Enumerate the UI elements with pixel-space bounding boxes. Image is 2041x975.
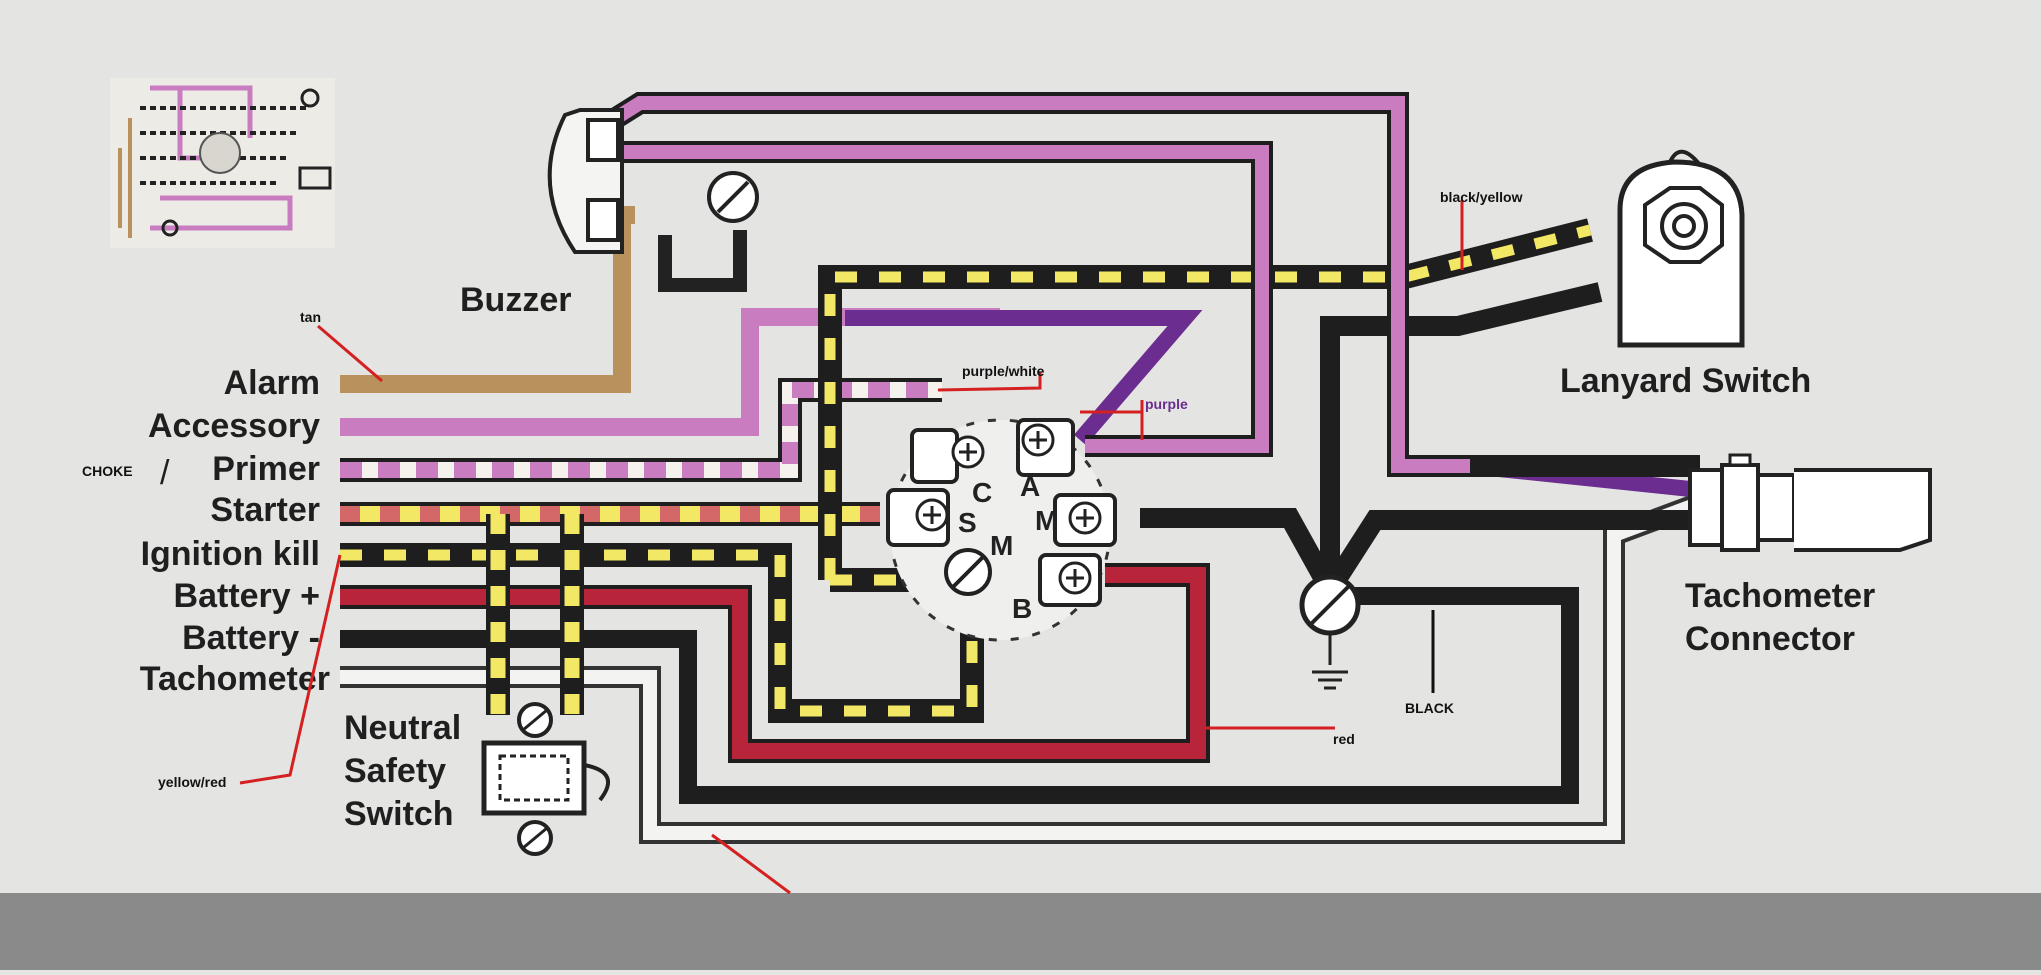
- terminal-a: A: [1020, 471, 1040, 502]
- wire-battery-pos: [340, 563, 1210, 763]
- wire-pink-buzzer-tach: [599, 92, 1700, 477]
- wire-accessory: [340, 308, 1000, 436]
- label-ignition-kill: Ignition kill: [141, 535, 320, 573]
- bottom-band: [0, 893, 2041, 970]
- lanyard-switch: [1617, 149, 1745, 348]
- terminal-m-right: M: [1035, 505, 1058, 536]
- wire-primer: [340, 378, 942, 482]
- wire-neutral-risers: [486, 514, 584, 715]
- component-labels: Buzzer Lanyard Switch Tachometer Connect…: [344, 281, 1875, 833]
- annotation-purple: purple: [1145, 396, 1188, 412]
- wire-alarm: [340, 206, 635, 393]
- terminal-b: B: [1012, 593, 1032, 624]
- neutral-safety-switch: [481, 702, 611, 856]
- label-tachometer-connector-1: Tachometer: [1685, 577, 1875, 615]
- label-battery-pos: Battery +: [174, 577, 320, 615]
- label-buzzer: Buzzer: [460, 281, 571, 319]
- terminal-c: C: [972, 477, 992, 508]
- wire-harness: [340, 92, 1701, 844]
- label-slash: /: [160, 454, 170, 492]
- ground-terminal: [1299, 574, 1361, 690]
- annotations: tan purple/white purple black/yellow BLA…: [158, 189, 1523, 895]
- buzzer: [547, 108, 759, 292]
- annotation-black: BLACK: [1405, 700, 1454, 716]
- ignition-switch: C A S M M B: [886, 418, 1117, 642]
- annotation-red: red: [1333, 731, 1355, 747]
- label-choke: CHOKE: [82, 463, 133, 479]
- label-starter: Starter: [210, 491, 320, 529]
- wire-ignition-kill: [340, 543, 984, 723]
- label-tachometer-connector-2: Connector: [1685, 620, 1855, 658]
- label-lanyard-switch: Lanyard Switch: [1560, 362, 1811, 400]
- terminal-m-left: M: [990, 530, 1013, 561]
- thumbnail-diagram: [110, 78, 335, 248]
- label-neutral-2: Safety: [344, 752, 446, 790]
- label-alarm: Alarm: [224, 364, 320, 402]
- annotation-purple-white: purple/white: [962, 363, 1045, 379]
- wire-pink-buzzer-switch: [610, 141, 1273, 457]
- label-neutral-1: Neutral: [344, 709, 461, 747]
- annotation-yellow-red: yellow/red: [158, 774, 226, 790]
- annotation-black-yellow: black/yellow: [1440, 189, 1523, 205]
- label-primer: Primer: [212, 450, 320, 488]
- tachometer-connector: [1688, 453, 1932, 552]
- annotation-tan: tan: [300, 309, 321, 325]
- wire-labels: Alarm Accessory Primer Starter Ignition …: [140, 364, 330, 698]
- terminal-s: S: [958, 507, 977, 538]
- label-battery-neg: Battery -: [182, 619, 320, 657]
- label-neutral-3: Switch: [344, 795, 454, 833]
- label-accessory: Accessory: [148, 407, 320, 445]
- wire-battery-neg: [340, 587, 1579, 804]
- label-tachometer: Tachometer: [140, 660, 330, 698]
